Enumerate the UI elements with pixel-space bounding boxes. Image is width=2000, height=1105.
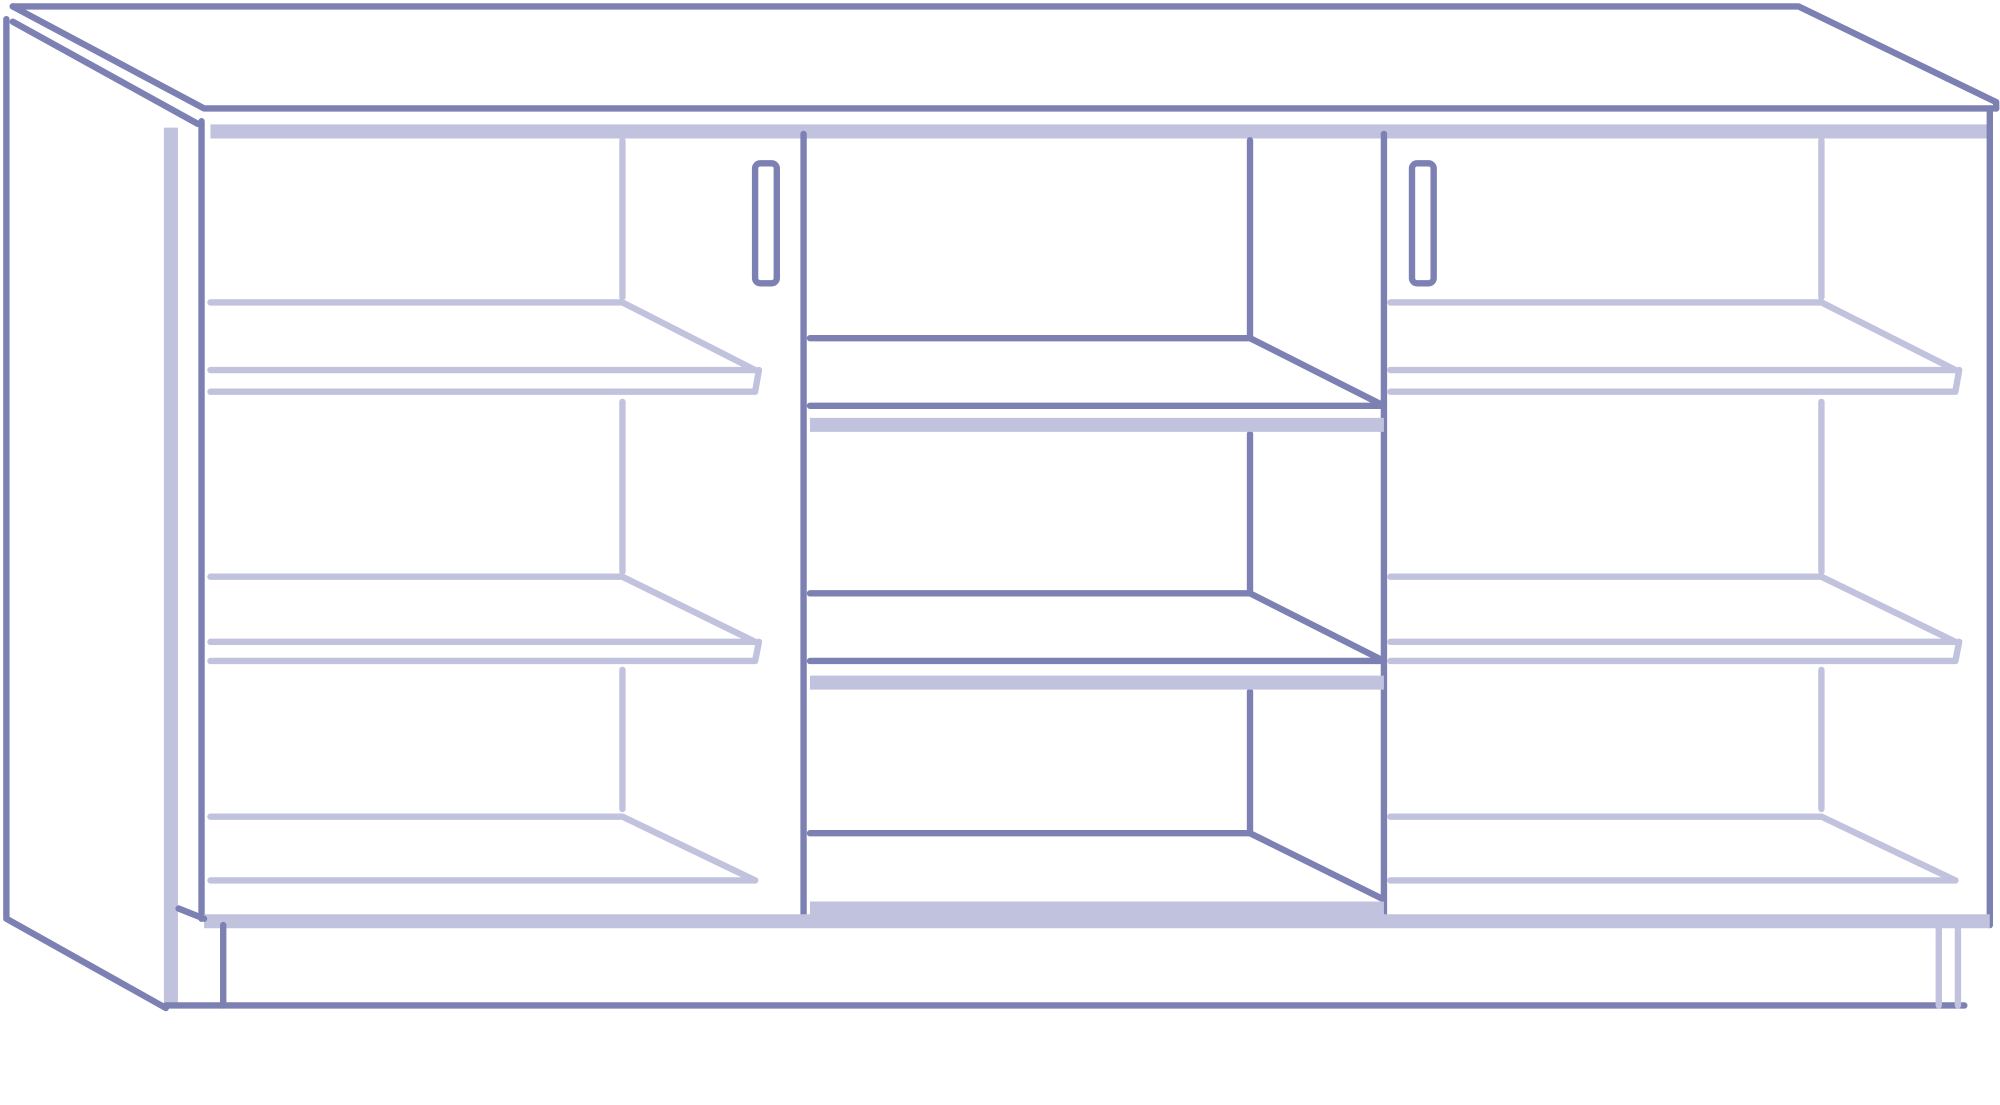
cabinet-plinth [162,905,1990,1009]
shelf-top [1387,573,1959,646]
center-shelf-top [806,830,1388,903]
shelf-edge [1387,366,1963,395]
plinth-corner [175,905,208,922]
cabinet-left-side-panel [3,15,205,1012]
shelf-top [1387,299,1959,374]
door-handle [751,160,780,287]
door-handle [1408,160,1437,287]
shelf-edge [207,638,763,665]
center-shelf-top [806,590,1388,665]
top-back-edge [9,3,2000,112]
center-shelf-top [806,334,1388,409]
cabinet-right-compartment [1387,137,1963,884]
shelf-top [207,813,759,884]
shelf-top [1387,813,1959,884]
shelf-edge [1387,638,1963,665]
shelf-top [207,573,759,646]
side-panel-outline [3,15,170,1012]
cabinet-left-compartment [207,137,763,884]
door-handles [751,160,1437,287]
shelf-edge [207,366,763,395]
top-front-edge [9,3,2000,112]
cabinet-top [9,3,2000,929]
top-thickness-edge [9,18,201,127]
cabinet-center-compartment [800,130,1388,922]
shelf-top [207,299,759,374]
